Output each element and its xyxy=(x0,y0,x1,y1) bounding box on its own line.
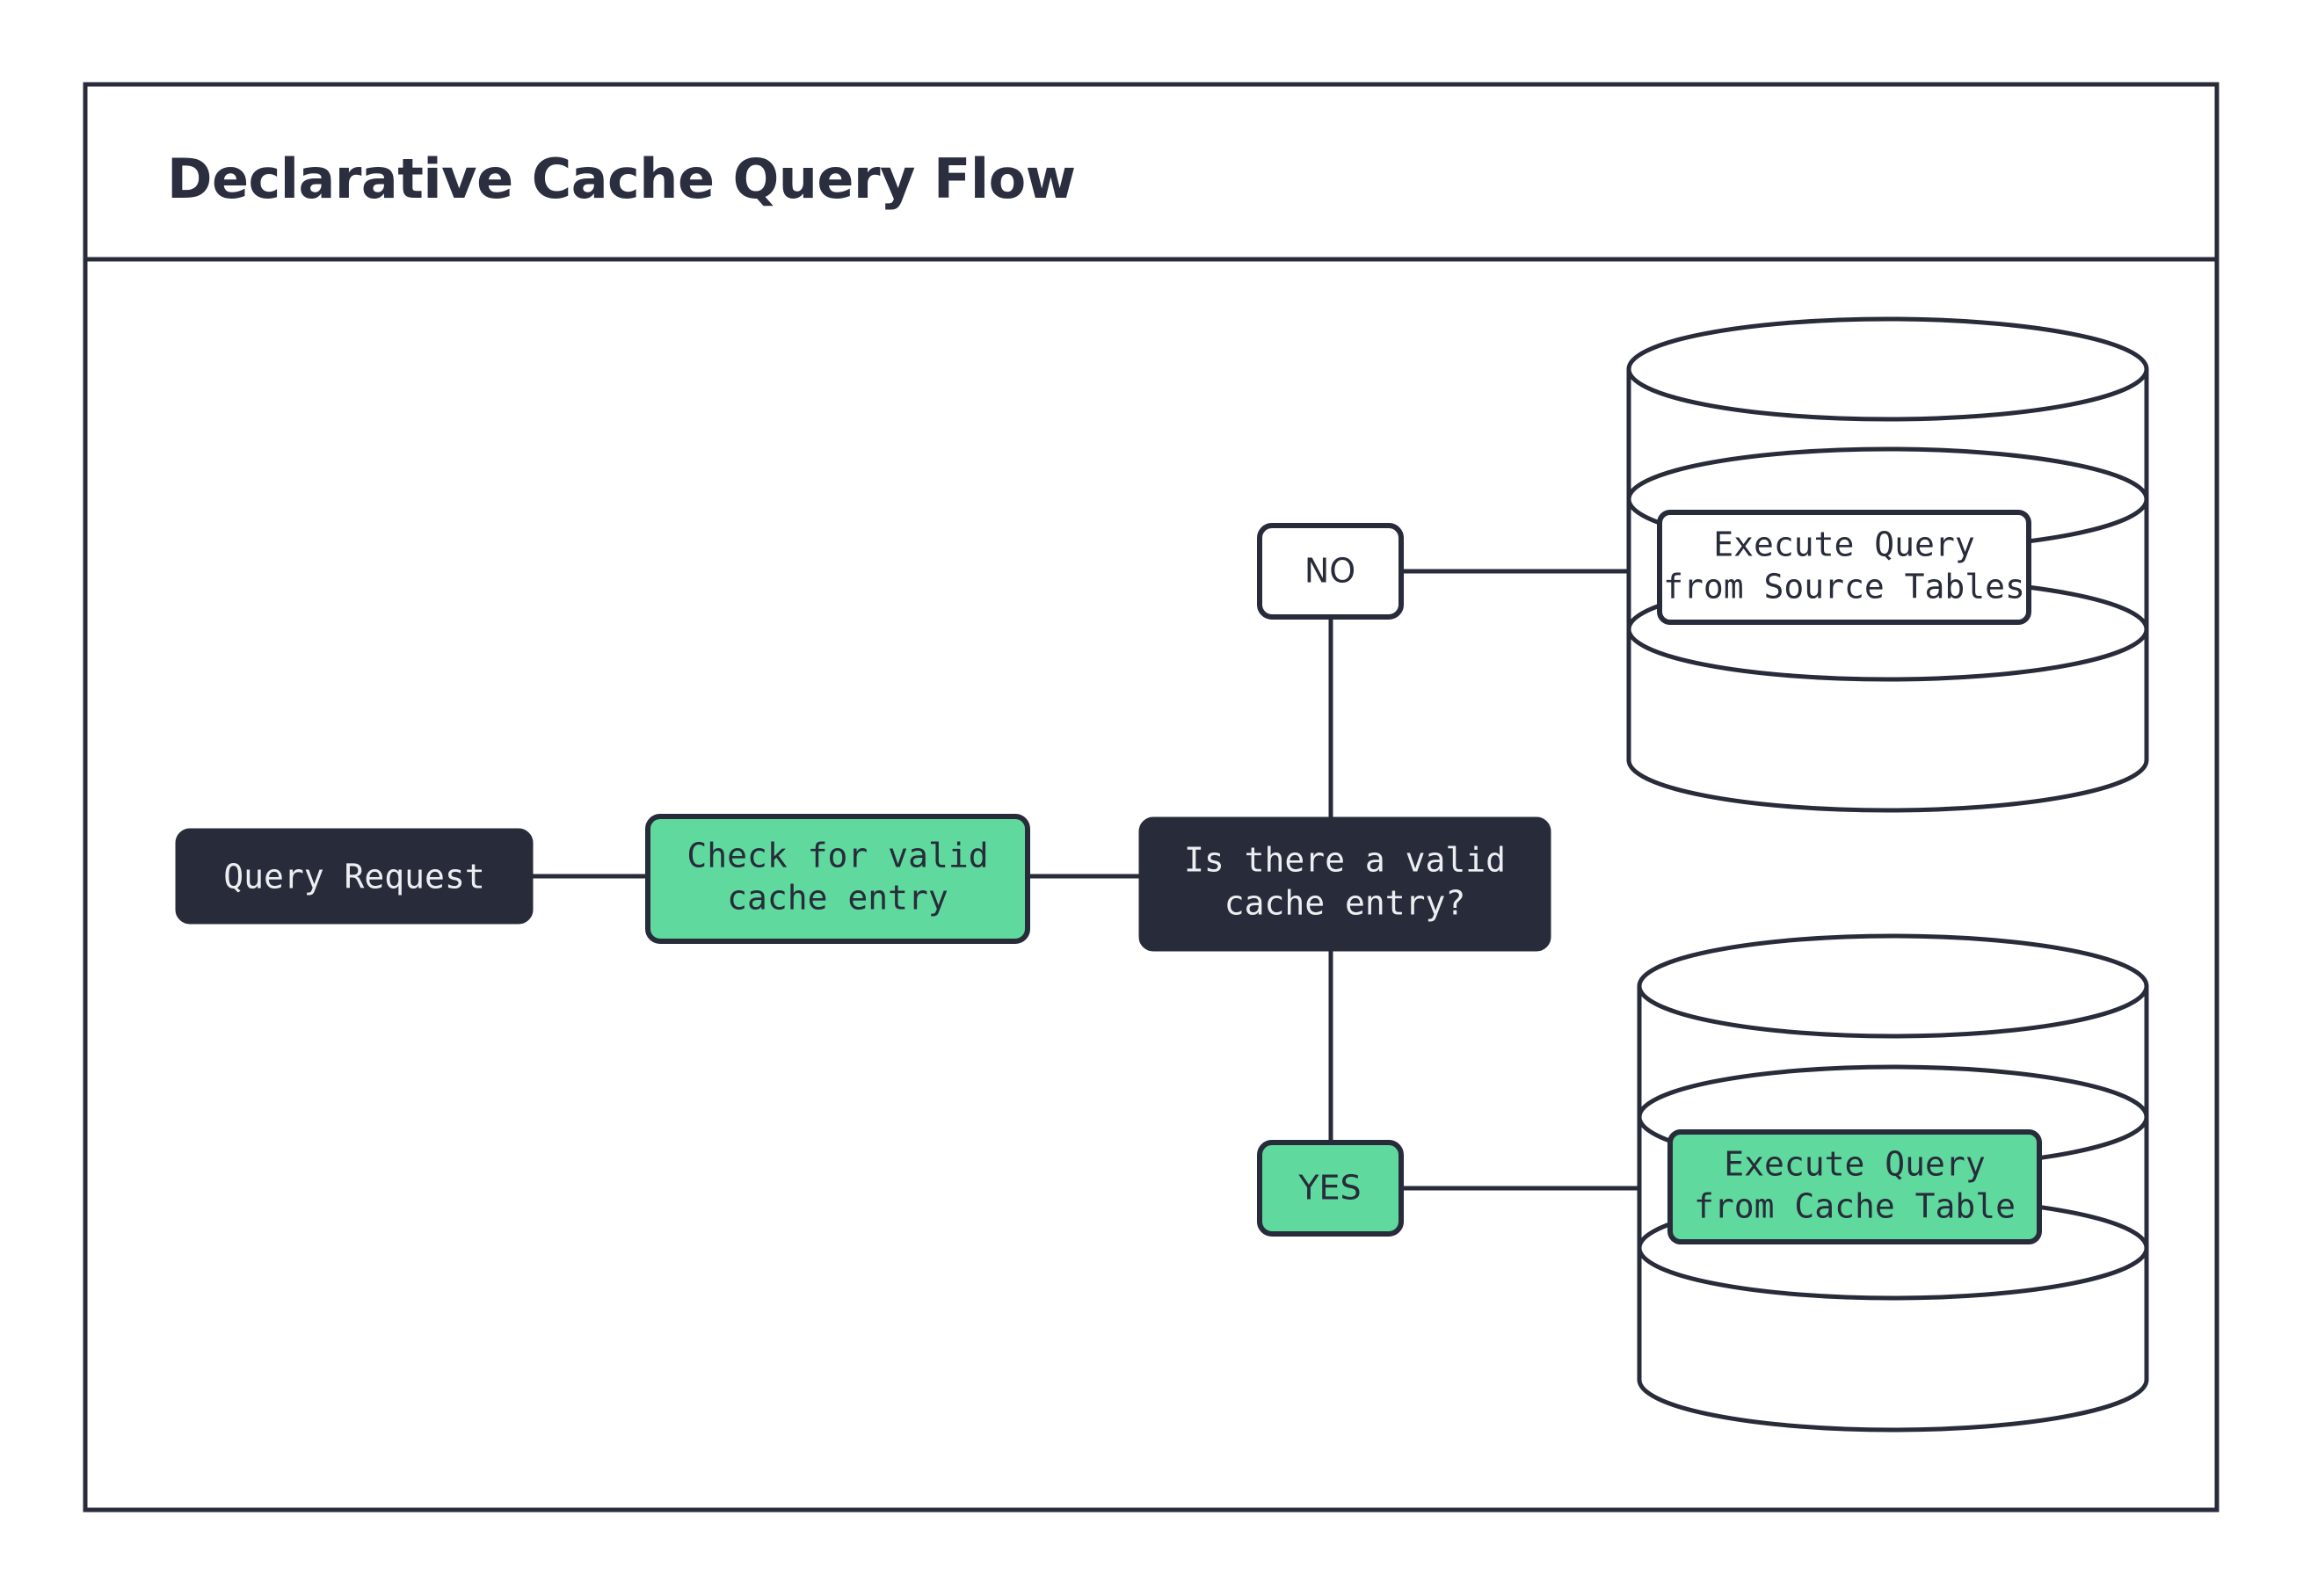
source-tables-database: Execute Query from Source Tables xyxy=(1626,316,2149,813)
node-branch-no[interactable]: NO xyxy=(1257,523,1404,620)
branch-no-label: NO xyxy=(1304,552,1355,591)
cache-table-label-line1: Execute Query xyxy=(1724,1145,1985,1184)
query-request-box[interactable] xyxy=(175,828,534,925)
decision-label-line2: cache entry? xyxy=(1224,884,1466,923)
decision-box[interactable] xyxy=(1138,816,1551,952)
node-decision-valid-cache[interactable]: Is there a valid cache entry? xyxy=(1138,816,1551,952)
cache-table-label-line2: from Cache Table xyxy=(1694,1187,2016,1226)
branch-no-box[interactable] xyxy=(1257,523,1404,620)
page-title: Declarative Cache Query Flow xyxy=(167,147,1076,211)
node-branch-yes[interactable]: YES xyxy=(1257,1140,1404,1237)
node-query-request[interactable]: Query Request xyxy=(175,828,534,925)
query-request-label: Query Request xyxy=(223,858,484,896)
cache-table-label-box[interactable] xyxy=(1667,1129,2042,1244)
cache-table-database: Execute Query from Cache Table xyxy=(1637,933,2149,1433)
source-tables-label-box[interactable] xyxy=(1657,510,2031,625)
check-cache-label-line1: Check for valid xyxy=(687,837,988,875)
branch-yes-label: YES xyxy=(1297,1169,1361,1208)
source-tables-label-line1: Execute Query xyxy=(1713,526,1974,564)
branch-yes-box[interactable] xyxy=(1257,1140,1404,1237)
check-cache-label-line2: cache entry xyxy=(727,879,948,918)
check-cache-box[interactable] xyxy=(645,814,1030,944)
decision-label-line1: Is there a valid xyxy=(1184,841,1506,880)
node-check-cache[interactable]: Check for valid cache entry xyxy=(645,814,1030,944)
source-tables-label-line2: from Source Tables xyxy=(1663,568,2025,606)
